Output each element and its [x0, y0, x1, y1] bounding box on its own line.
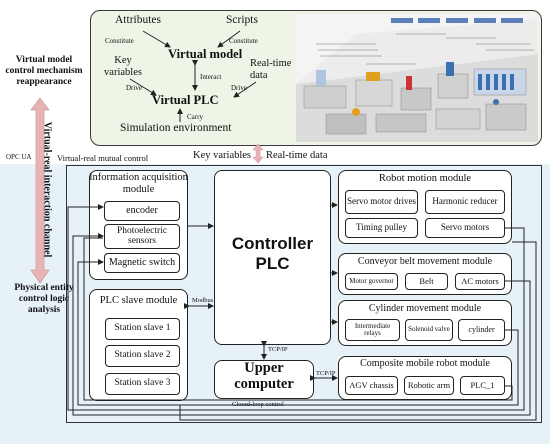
plc1-box: PLC_1: [460, 376, 505, 395]
realtime-data-virtual-label: Real-time data: [250, 58, 292, 81]
station-slave-2-box: Station slave 2: [105, 345, 180, 367]
controller-plc-title: Controller PLC: [231, 234, 314, 274]
physical-logic-label: Physical entity control logic analysis: [14, 283, 74, 315]
robot-motion-title: Robot motion module: [378, 173, 472, 184]
timing-pulley-box: Timing pulley: [345, 218, 418, 238]
realtime-data-label: Real-time data: [266, 150, 328, 161]
tcpip-vertical-label: TCP/IP: [268, 346, 288, 353]
simulation-scene-illustration: [296, 14, 538, 142]
virtual-plc-label: Virtual PLC: [152, 93, 219, 107]
key-variables-label: Key variables: [193, 150, 252, 161]
scripts-label: Scripts: [226, 14, 258, 26]
ac-motors-box: AC motors: [455, 273, 505, 290]
virtual-mechanism-label: Virtual model control mechanism reappear…: [5, 55, 83, 87]
composite-title: Composite mobile robot module: [360, 358, 490, 369]
drive-left-label: Drive: [126, 84, 142, 92]
servo-motors-box: Servo motors: [425, 218, 505, 238]
robotic-arm-box: Robotic arm: [404, 376, 454, 395]
agv-chassis-box: AGV chassis: [345, 376, 398, 395]
constitute-left-label: Constitute: [105, 37, 134, 45]
motor-governor-box: Motor governor: [345, 273, 398, 290]
magnetic-switch-box: Magnetic switch: [104, 253, 180, 273]
key-variables-virtual-label: Key variables: [104, 55, 142, 78]
upper-computer-title: Upper computer: [234, 360, 294, 392]
upper-computer-box: [214, 360, 314, 399]
cylinder-title: Cylinder movement module: [368, 303, 482, 314]
photoelectric-sensors-box: Photoelectric sensors: [104, 224, 180, 249]
servo-motor-drives-box: Servo motor drives: [345, 190, 418, 214]
opc-ua-label: OPC UA: [6, 153, 32, 161]
modbus-label: Modbus: [192, 297, 214, 304]
info-module-title: Information acquisition module: [89, 172, 188, 195]
encoder-box: encoder: [104, 201, 180, 221]
drive-right-label: Drive: [231, 84, 247, 92]
harmonic-reducer-box: Harmonic reducer: [425, 190, 505, 214]
station-slave-1-box: Station slave 1: [105, 318, 180, 340]
attributes-label: Attributes: [115, 14, 161, 26]
solenoid-valve-box: Solenoid valve: [405, 319, 453, 341]
cylinder-box: cylinder: [458, 319, 505, 341]
intermediate-relays-box: Intermediate relays: [345, 319, 400, 341]
constitute-right-label: Constitute: [229, 37, 258, 45]
conveyor-title: Conveyor belt movement module: [357, 256, 493, 267]
carry-label: Carry: [187, 113, 203, 121]
mutual-control-label: Virtual-real mutual control: [57, 153, 149, 163]
tcpip-horizontal-label: TCP/IP: [316, 370, 336, 377]
plc-slave-title: PLC slave module: [99, 295, 178, 306]
belt-box: Belt: [405, 273, 448, 290]
virtual-model-label: Virtual model: [168, 47, 243, 61]
controller-plc-box: [214, 170, 331, 345]
interact-label: Interact: [200, 73, 222, 81]
simulation-env-label: Simulation environment: [120, 122, 232, 134]
physical-frame: [66, 165, 542, 423]
station-slave-3-box: Station slave 3: [105, 373, 180, 395]
